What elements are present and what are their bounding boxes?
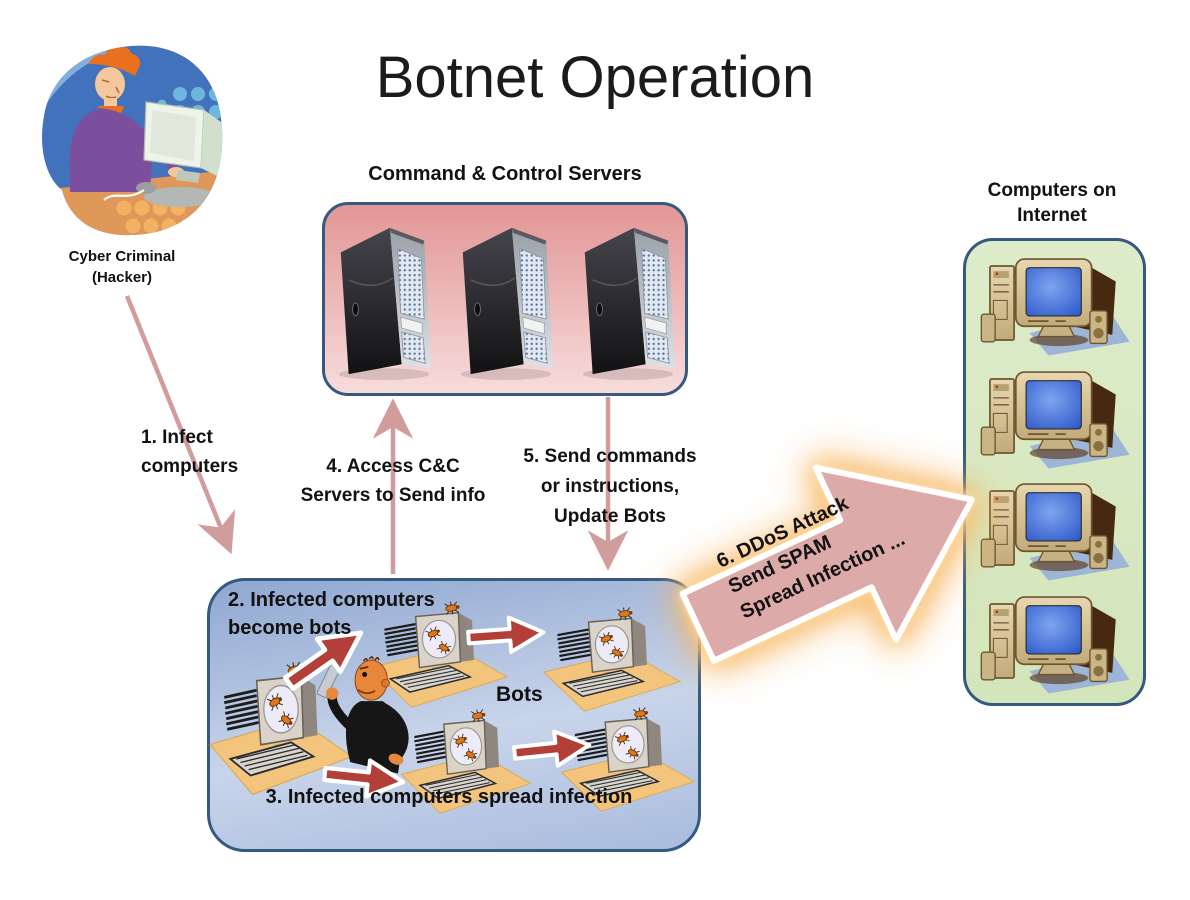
internet-computers-title: Computers on Internet [987, 180, 1117, 226]
bots-label: Bots [496, 683, 543, 706]
hacker-caption: Cyber Criminal (Hacker) [68, 248, 176, 286]
cnc-servers-title: Command & Control Servers [368, 163, 642, 185]
step2-label: 2. Infected computers become bots [228, 589, 435, 639]
desktop-computer-icon [969, 247, 1141, 359]
server-tower-icon [573, 219, 681, 381]
step3-label: 3. Infected computers spread infection [265, 786, 633, 808]
red-block-arrow-icon [508, 720, 597, 779]
attack-block-arrow-icon [679, 464, 975, 664]
desktop-computer-icon [969, 360, 1141, 472]
cnc-servers-box [322, 202, 688, 396]
step4-label: 4. Access C&C Servers to Send info [300, 456, 486, 506]
step1-label: 1. Infect computers [141, 427, 239, 477]
infected-computer-icon [538, 598, 684, 714]
suited-man-icon [316, 656, 409, 774]
step5-label: 5. Send commands or instructions, Update… [523, 446, 697, 527]
red-block-arrow-icon [462, 607, 549, 663]
page-title: Botnet Operation [375, 45, 815, 110]
internet-computers-box [963, 238, 1146, 706]
step1-arrow [124, 295, 236, 555]
server-tower-icon [451, 219, 559, 381]
server-tower-icon [329, 219, 437, 381]
hacker-illustration [42, 45, 223, 236]
